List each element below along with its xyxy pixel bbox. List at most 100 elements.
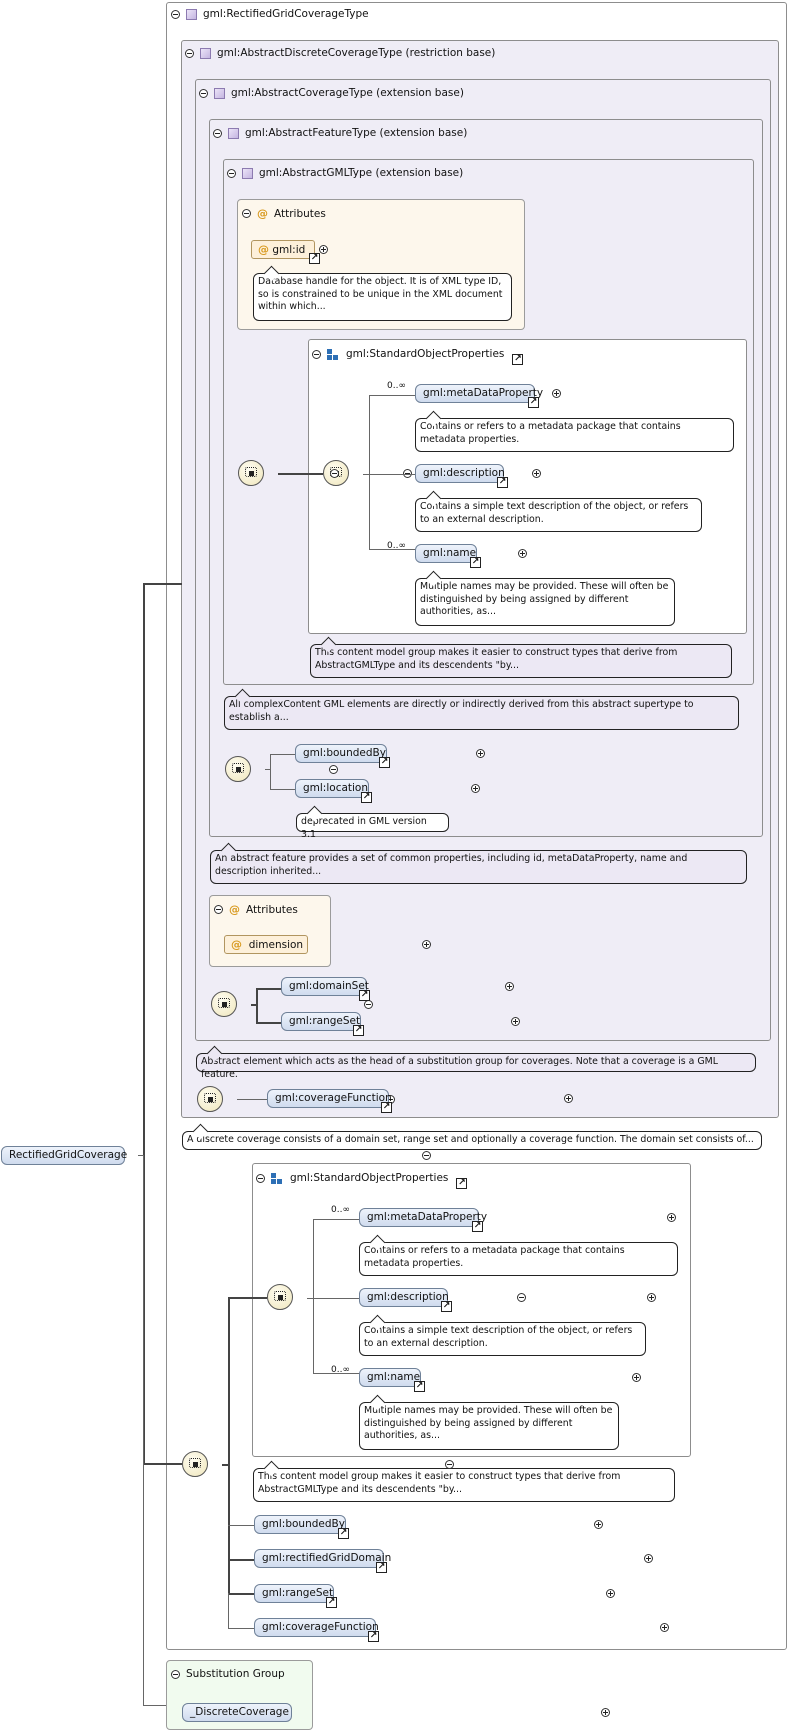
link-arrow-icon[interactable]: ↗: [309, 253, 320, 264]
expand-icon[interactable]: [476, 749, 486, 758]
element-range-set[interactable]: gml:rangeSet: [254, 1584, 334, 1603]
expand-icon[interactable]: [593, 1520, 603, 1529]
collapse-icon[interactable]: [213, 128, 222, 138]
link-arrow-icon[interactable]: ↗: [379, 757, 390, 768]
abstract-discrete-coverage-type-header: gml:AbstractDiscreteCoverageType (restri…: [185, 47, 495, 59]
element-rectified-grid-domain[interactable]: gml:rectifiedGridDomain: [254, 1549, 391, 1568]
expand-icon[interactable]: [421, 940, 431, 949]
attributes-label: Attributes: [246, 903, 298, 916]
element-coverage-function[interactable]: gml:coverageFunction: [267, 1089, 392, 1108]
link-arrow-icon[interactable]: ↗: [376, 1562, 387, 1573]
element-range-set[interactable]: gml:rangeSet: [281, 1012, 361, 1031]
element-bounded-by[interactable]: gml:boundedBy: [254, 1515, 346, 1534]
attr-dimension-label: dimension: [248, 939, 304, 951]
sequence-compositor-icon[interactable]: [238, 460, 264, 486]
annotation-location: deprecated in GML version 3.1: [296, 813, 449, 840]
element-coverage-function[interactable]: gml:coverageFunction: [254, 1618, 379, 1637]
expand-icon[interactable]: [511, 1017, 521, 1026]
element-bounded-by[interactable]: gml:boundedBy: [295, 744, 387, 763]
attr-gml-id[interactable]: @ gml:id ↗: [251, 240, 320, 264]
collapse-icon[interactable]: [227, 168, 236, 178]
annotation-standard-object-properties: This content model group makes it easier…: [253, 1468, 675, 1502]
collapse-icon[interactable]: [444, 1460, 454, 1469]
root-element-rectified-grid-coverage[interactable]: RectifiedGridCoverage: [1, 1146, 127, 1165]
rectified-grid-coverage-type-header: gml:RectifiedGridCoverageType: [171, 8, 369, 20]
complex-type-icon: [228, 127, 239, 139]
link-arrow-icon[interactable]: ↗: [472, 1221, 483, 1232]
link-arrow-icon[interactable]: ↗: [338, 1528, 349, 1539]
link-arrow-icon[interactable]: ↗: [441, 1301, 452, 1312]
link-arrow-icon[interactable]: ↗: [512, 353, 524, 365]
expand-icon[interactable]: [666, 1213, 676, 1222]
element-location[interactable]: gml:location: [295, 779, 369, 798]
expand-icon[interactable]: [660, 1623, 670, 1632]
collapse-icon[interactable]: [363, 1000, 373, 1009]
standard-object-properties-label: gml:StandardObjectProperties: [290, 1172, 449, 1184]
collapse-icon[interactable]: [402, 469, 412, 478]
collapse-icon[interactable]: [171, 9, 180, 19]
abstract-coverage-type-label: gml:AbstractCoverageType (extension base…: [231, 87, 464, 99]
link-arrow-icon[interactable]: ↗: [381, 1102, 392, 1113]
expand-icon[interactable]: [552, 389, 562, 398]
collapse-icon[interactable]: [421, 1151, 431, 1160]
link-arrow-icon[interactable]: ↗: [359, 990, 370, 1001]
abstract-gml-type-header: gml:AbstractGMLType (extension base): [227, 167, 463, 179]
sequence-compositor-icon[interactable]: [182, 1451, 208, 1477]
attributes-header: @ Attributes: [242, 207, 326, 220]
group-icon: [327, 348, 340, 360]
link-arrow-icon[interactable]: ↗: [528, 397, 539, 408]
element-name[interactable]: gml:name: [415, 544, 477, 563]
link-arrow-icon[interactable]: ↗: [353, 1025, 364, 1036]
expand-icon[interactable]: [643, 1554, 653, 1563]
element-meta-data-property[interactable]: gml:metaDataProperty: [359, 1208, 487, 1227]
expand-icon[interactable]: [532, 469, 542, 478]
sequence-compositor-icon[interactable]: [211, 991, 237, 1017]
expand-icon[interactable]: [319, 245, 328, 254]
expand-icon[interactable]: [505, 982, 515, 991]
element-description[interactable]: gml:description: [415, 464, 505, 483]
rectified-grid-coverage-type-label: gml:RectifiedGridCoverageType: [203, 8, 369, 20]
link-arrow-icon[interactable]: ↗: [414, 1381, 425, 1392]
collapse-icon[interactable]: [329, 469, 339, 478]
complex-type-icon: [200, 47, 211, 59]
collapse-icon[interactable]: [256, 1173, 265, 1183]
link-arrow-icon[interactable]: ↗: [456, 1177, 468, 1189]
annotation-gml-id: Database handle for the object. It is of…: [253, 273, 512, 321]
link-arrow-icon[interactable]: ↗: [326, 1597, 337, 1608]
link-arrow-icon[interactable]: ↗: [470, 557, 481, 568]
link-arrow-icon[interactable]: ↗: [361, 792, 372, 803]
element-discrete-coverage[interactable]: _DiscreteCoverage: [182, 1703, 292, 1722]
attr-dimension[interactable]: @ dimension: [224, 935, 308, 954]
attribute-icon: @: [258, 243, 269, 256]
expand-icon[interactable]: [632, 1373, 642, 1382]
collapse-icon[interactable]: [171, 1669, 180, 1679]
collapse-icon[interactable]: [517, 1293, 527, 1302]
expand-icon[interactable]: [647, 1293, 656, 1302]
element-meta-data-property[interactable]: gml:metaDataProperty: [415, 384, 543, 403]
expand-icon[interactable]: [563, 1094, 573, 1103]
annotation-name: Multiple names may be provided. These wi…: [359, 1402, 619, 1450]
sequence-compositor-icon[interactable]: [197, 1086, 223, 1112]
element-description[interactable]: gml:description: [359, 1288, 449, 1307]
attributes-header: @ Attributes: [214, 903, 298, 916]
attr-gml-id-label: gml:id: [272, 244, 306, 256]
link-arrow-icon[interactable]: ↗: [497, 477, 508, 488]
collapse-icon[interactable]: [242, 209, 251, 218]
link-arrow-icon[interactable]: ↗: [368, 1631, 379, 1642]
sequence-compositor-icon[interactable]: [267, 1284, 293, 1310]
expand-icon[interactable]: [606, 1589, 616, 1598]
sequence-compositor-icon[interactable]: [225, 756, 251, 782]
element-name[interactable]: gml:name: [359, 1368, 421, 1387]
standard-object-properties-header: gml:StandardObjectProperties ↗: [312, 348, 524, 365]
expand-icon[interactable]: [600, 1708, 610, 1717]
collapse-icon[interactable]: [329, 765, 339, 774]
collapse-icon[interactable]: [199, 88, 208, 98]
element-domain-set[interactable]: gml:domainSet: [281, 977, 369, 996]
collapse-icon[interactable]: [214, 905, 223, 914]
attributes-box: [209, 895, 331, 967]
occurrence-label: 0..∞: [331, 1365, 350, 1375]
collapse-icon[interactable]: [185, 48, 194, 58]
expand-icon[interactable]: [517, 549, 527, 558]
expand-icon[interactable]: [470, 784, 480, 793]
collapse-icon[interactable]: [312, 349, 321, 359]
